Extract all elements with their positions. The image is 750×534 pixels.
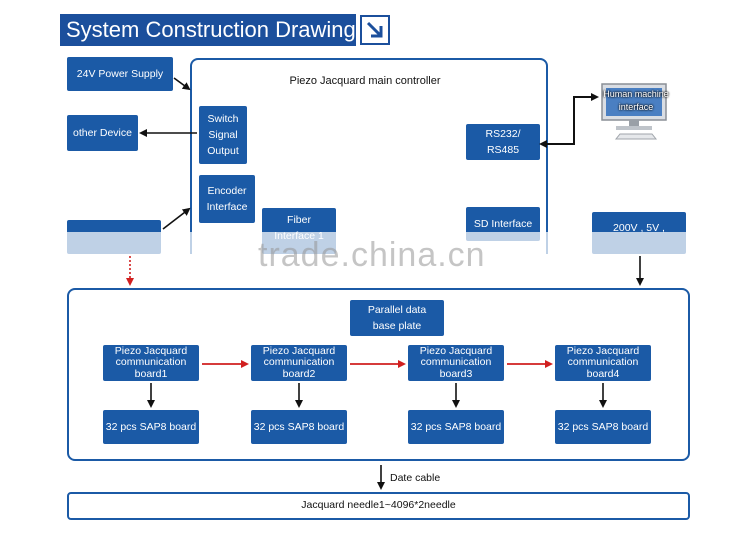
sap8-board-1: 32 pcs SAP8 board bbox=[103, 410, 199, 444]
monitor-icon bbox=[596, 82, 676, 142]
parallel-data-base-plate-block: Parallel data base plate bbox=[350, 300, 444, 336]
communication-board-1: Piezo Jacquard communication board1 bbox=[103, 345, 199, 381]
switch-signal-output-block: Switch Signal Output bbox=[199, 106, 247, 164]
main-controller-title: Piezo Jacquard main controller bbox=[289, 75, 441, 87]
hmi-label: Human machine interface bbox=[603, 89, 669, 112]
arrow-down-right-icon bbox=[360, 15, 390, 45]
date-cable-label: Date cable bbox=[390, 472, 441, 484]
communication-board-4: Piezo Jacquard communication board4 bbox=[555, 345, 651, 381]
rs232-rs485-block: RS232/ RS485 bbox=[466, 124, 540, 160]
communication-board-2: Piezo Jacquard communication board2 bbox=[251, 345, 347, 381]
sap8-board-4: 32 pcs SAP8 board bbox=[555, 410, 651, 444]
page-title: System Construction Drawing bbox=[60, 14, 356, 46]
jacquard-needle-label: Jacquard needle1~4096*2needle bbox=[301, 499, 456, 511]
sap8-board-2: 32 pcs SAP8 board bbox=[251, 410, 347, 444]
encoder-interface-block: Encoder Interface bbox=[199, 175, 255, 223]
watermark-band bbox=[0, 232, 750, 272]
communication-board-3: Piezo Jacquard communication board3 bbox=[408, 345, 504, 381]
arrow-rs232-to-hmi bbox=[539, 93, 599, 148]
sap8-board-3: 32 pcs SAP8 board bbox=[408, 410, 504, 444]
arrow-input-to-encoder bbox=[162, 207, 191, 230]
power-supply-24v-block: 24V Power Supply bbox=[67, 57, 173, 91]
jacquard-needle-bar bbox=[67, 492, 690, 520]
watermark-text: trade.china.cn bbox=[258, 236, 486, 274]
arrow-power-to-controller bbox=[173, 77, 191, 91]
other-device-block: other Device bbox=[67, 115, 138, 151]
